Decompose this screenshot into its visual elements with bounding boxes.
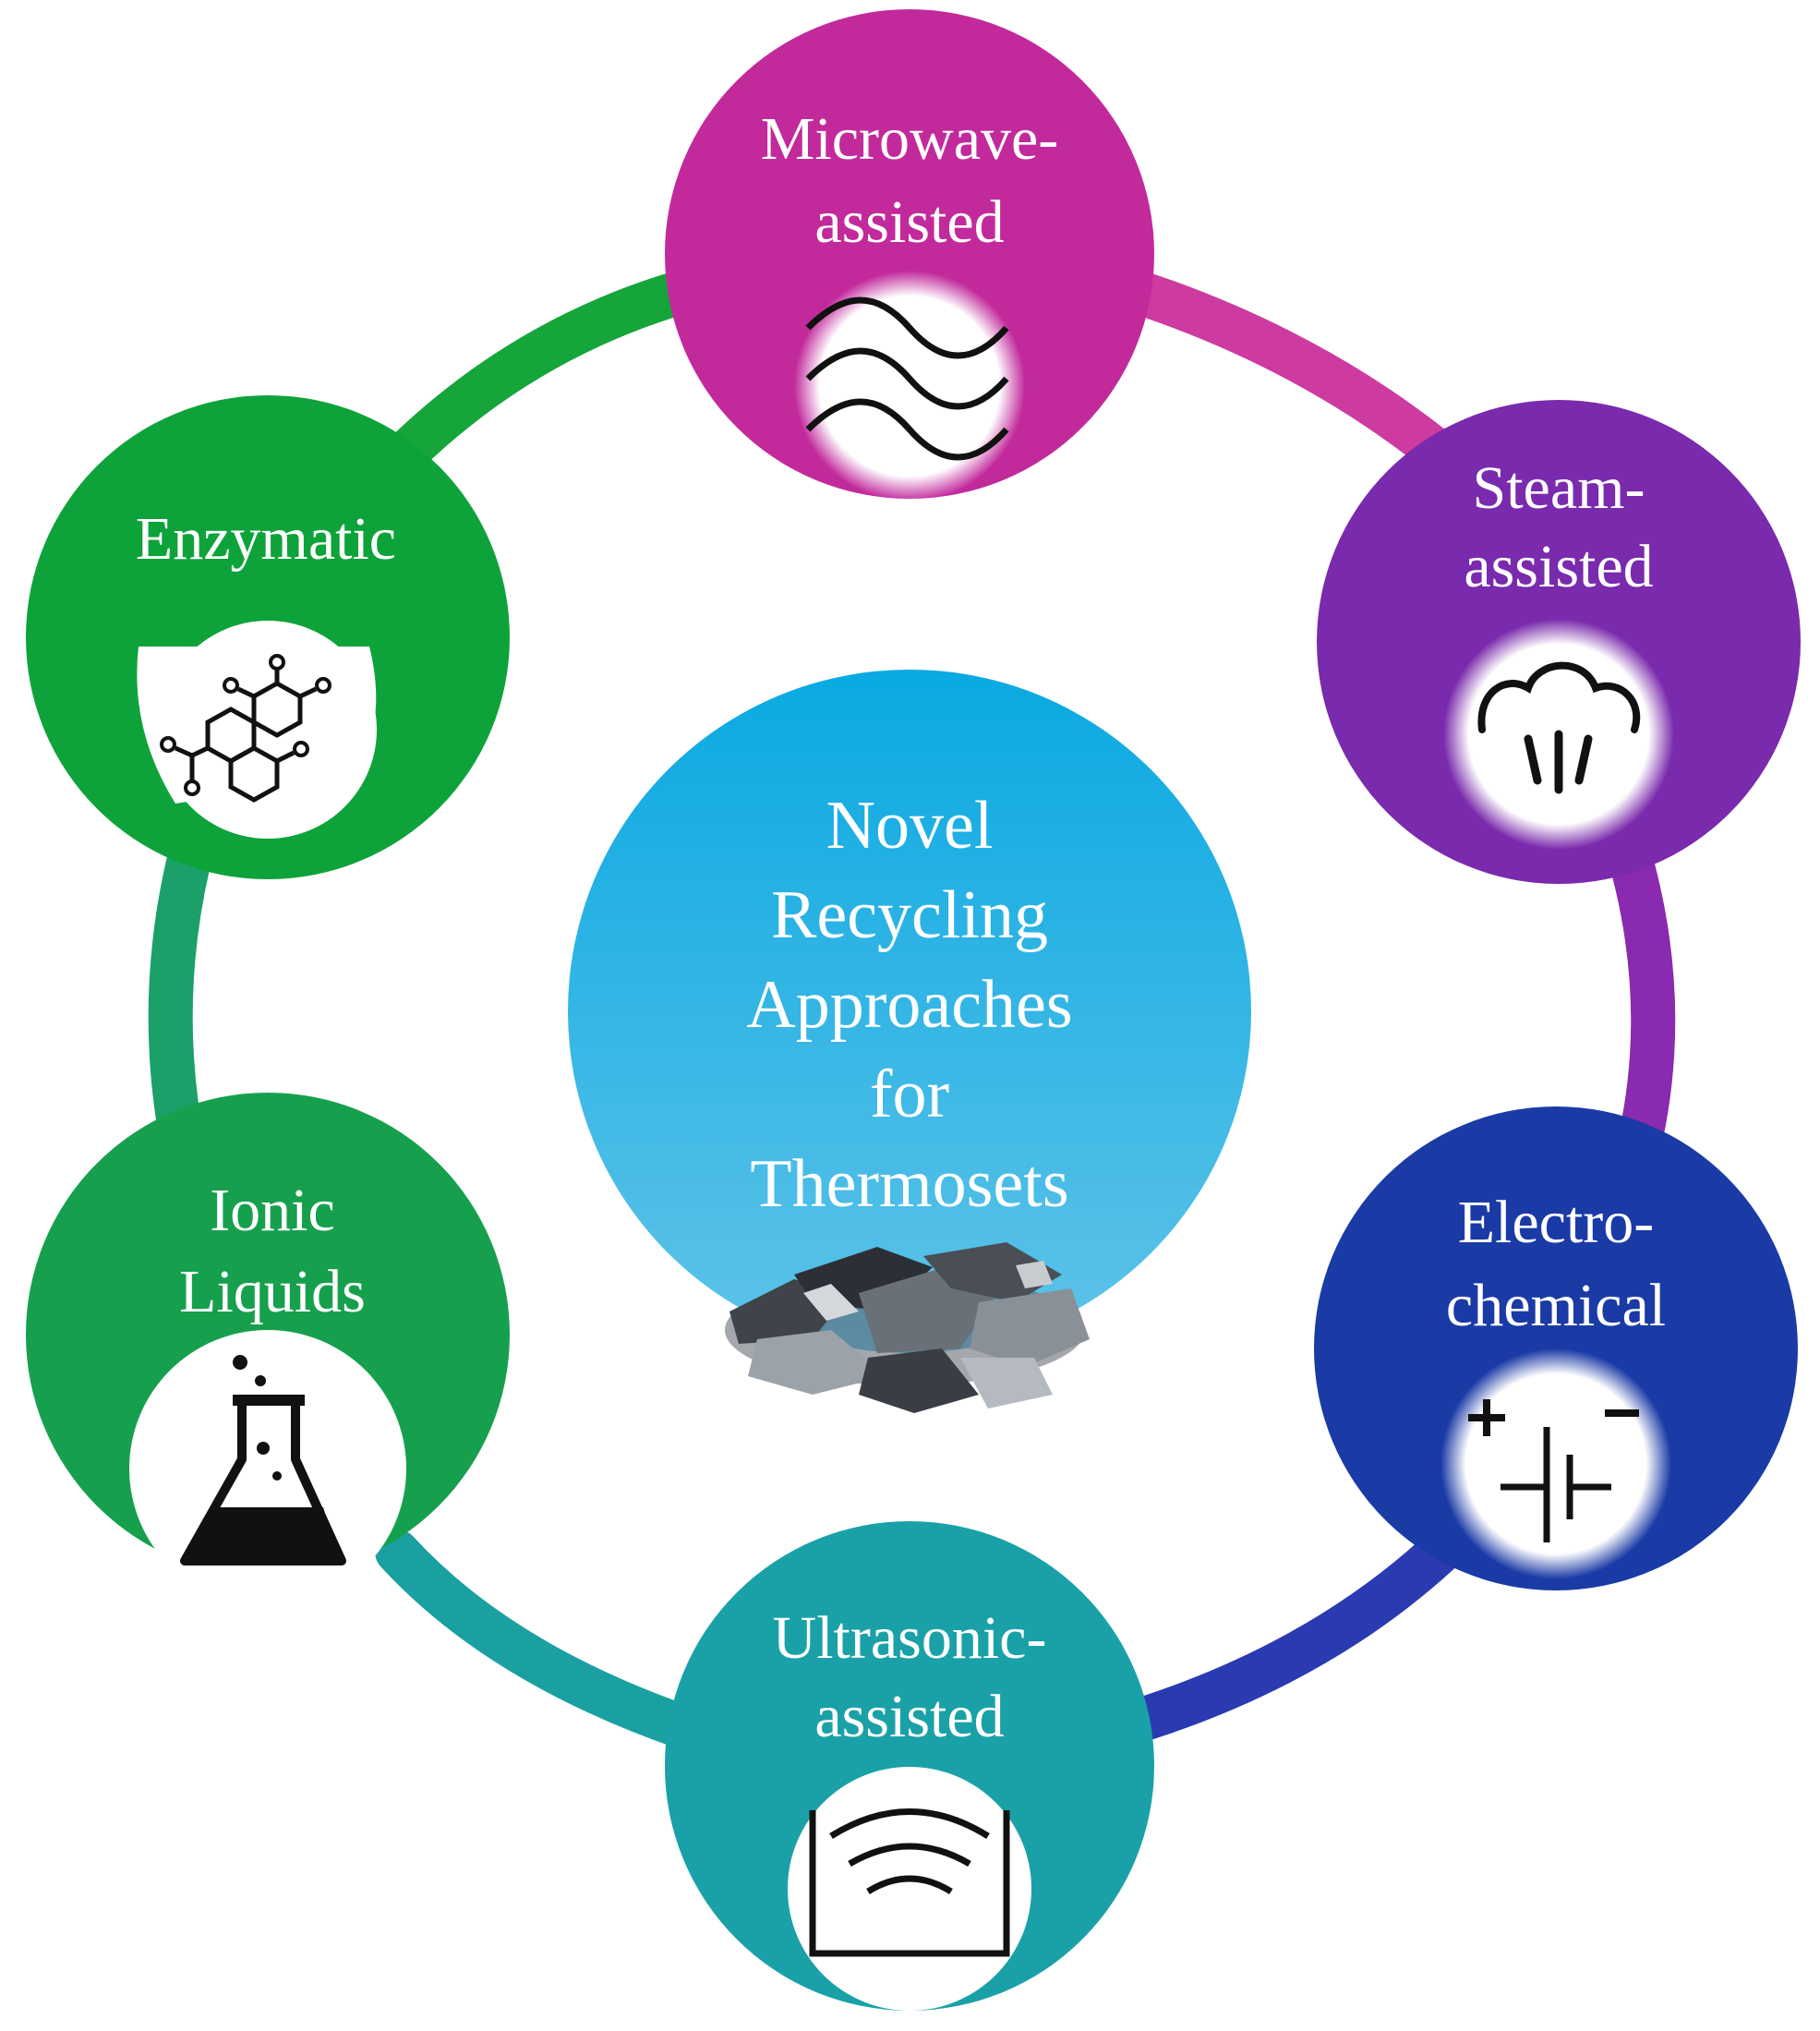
ultrasonic-bath-icon [788,1767,1031,2011]
molecule-icon [137,621,377,839]
node-label-microwave-line-2: assisted [814,188,1004,256]
flask-icon [129,1330,406,1607]
node-label-ultrasonic-line-1: Ultrasonic- [773,1604,1047,1672]
node-ultrasonic: Ultrasonic- assisted [665,1521,1154,2011]
node-label-steam-line-1: Steam- [1473,454,1645,522]
center-title-line-2: Recycling [771,877,1048,953]
center-node: Novel Recycling Approaches for Thermoset… [568,670,1251,1413]
ring-segment-enzymatic-microwave [375,264,724,484]
node-label-ionic-line-1: Ionic [210,1177,335,1244]
ring-segment-steam-electrochemical [1603,818,1676,1186]
steam-cloud-icon [1443,619,1674,850]
node-ionic-liquids: Ionic Liquids [26,1093,510,1607]
center-title-line-3: Approaches [746,967,1072,1043]
ring-segment-ultrasonic-ionic [375,1529,705,1749]
node-circle-microwave [665,9,1154,499]
node-circle-ultrasonic [665,1521,1154,2011]
node-label-ultrasonic-line-2: assisted [814,1683,1004,1750]
node-label-microwave-line-1: Microwave- [761,105,1059,173]
node-enzymatic: Enzymatic [26,395,510,879]
center-title-line-4: for [870,1057,949,1132]
battery-terminal-icon [1440,1348,1671,1579]
microwave-wave-icon [794,271,1025,502]
center-circle [568,670,1251,1353]
node-microwave: Microwave- assisted [665,9,1154,502]
node-steam: Steam- assisted [1317,400,1801,884]
node-label-enzymatic: Enzymatic [136,505,396,573]
thermoset-debris-image [725,1242,1090,1413]
node-label-electrochemical-line-2: chemical [1446,1272,1666,1339]
center-title-line-1: Novel [826,788,994,864]
node-label-ionic-line-2: Liquids [179,1258,366,1325]
node-electrochemical: Electro- chemical [1314,1106,1798,1590]
center-title-line-5: Thermosets [750,1146,1068,1222]
node-label-steam-line-2: assisted [1464,533,1653,600]
node-label-electrochemical-line-1: Electro- [1458,1189,1655,1256]
